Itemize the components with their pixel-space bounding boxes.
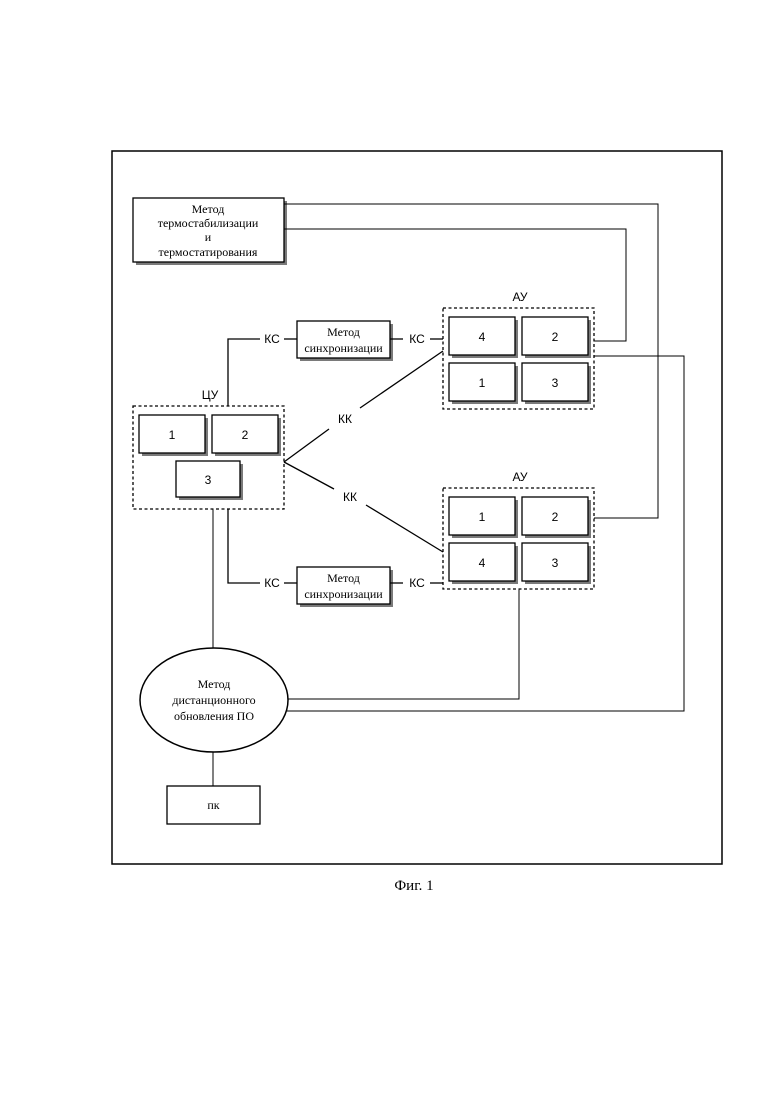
sync-method-box-top: Метод синхронизации [297, 321, 393, 361]
thermo-line-1: Метод [192, 202, 225, 216]
ks-label-bottom-left: КС [264, 576, 280, 590]
au-bottom-cell-2: 2 [552, 510, 559, 524]
central-cell-3: 3 [205, 473, 212, 487]
update-line-1: Метод [198, 677, 231, 691]
au-bottom-cell-1: 1 [479, 510, 486, 524]
update-line-3: обновления ПО [174, 709, 254, 723]
central-unit: ЦУ 1 2 3 [133, 388, 284, 509]
sync-method-box-bottom: Метод синхронизации [297, 567, 393, 607]
actuator-unit-top: АУ 4 2 1 3 [443, 290, 594, 409]
actuator-unit-bottom: АУ 1 2 4 3 [443, 470, 594, 589]
kk-label-top: КК [338, 412, 352, 426]
kk-label-bottom: КК [343, 490, 357, 504]
kk-wire-top-a [284, 429, 329, 462]
kk-wire-bottom-b [366, 505, 443, 552]
pc-label: пк [207, 798, 219, 812]
au-top-cell-2: 2 [552, 330, 559, 344]
ks-label-bottom-right: КС [409, 576, 425, 590]
thermo-method-box: Метод термостабилизации и термостатирова… [133, 198, 287, 265]
sync-top-line-1: Метод [327, 325, 360, 339]
thermo-line-3: и [205, 230, 212, 244]
central-cell-1: 1 [169, 428, 176, 442]
au-top-label: АУ [512, 290, 527, 304]
remote-update-method: Метод дистанционного обновления ПО [140, 648, 288, 752]
au-top-cell-4: 4 [479, 330, 486, 344]
au-top-cell-1: 1 [479, 376, 486, 390]
kk-wire-bottom-a [284, 462, 334, 489]
ks-label-top-left: КС [264, 332, 280, 346]
ks-wire-top-left [228, 339, 260, 406]
ks-label-top-right: КС [409, 332, 425, 346]
central-cell-2: 2 [242, 428, 249, 442]
sync-top-line-2: синхронизации [304, 341, 383, 355]
thermo-line-2: термостабилизации [158, 216, 259, 230]
central-unit-label: ЦУ [202, 388, 219, 402]
figure-caption: Фиг. 1 [394, 878, 433, 894]
ks-wire-bottom-left [228, 509, 260, 583]
sync-bottom-line-2: синхронизации [304, 587, 383, 601]
sync-bottom-line-1: Метод [327, 571, 360, 585]
au-bottom-cell-3: 3 [552, 556, 559, 570]
update-line-2: дистанционного [172, 693, 255, 707]
pc-box: пк [167, 786, 260, 824]
au-bottom-label: АУ [512, 470, 527, 484]
thermo-line-4: термостатирования [159, 245, 258, 259]
au-top-cell-3: 3 [552, 376, 559, 390]
au-bottom-cell-4: 4 [479, 556, 486, 570]
